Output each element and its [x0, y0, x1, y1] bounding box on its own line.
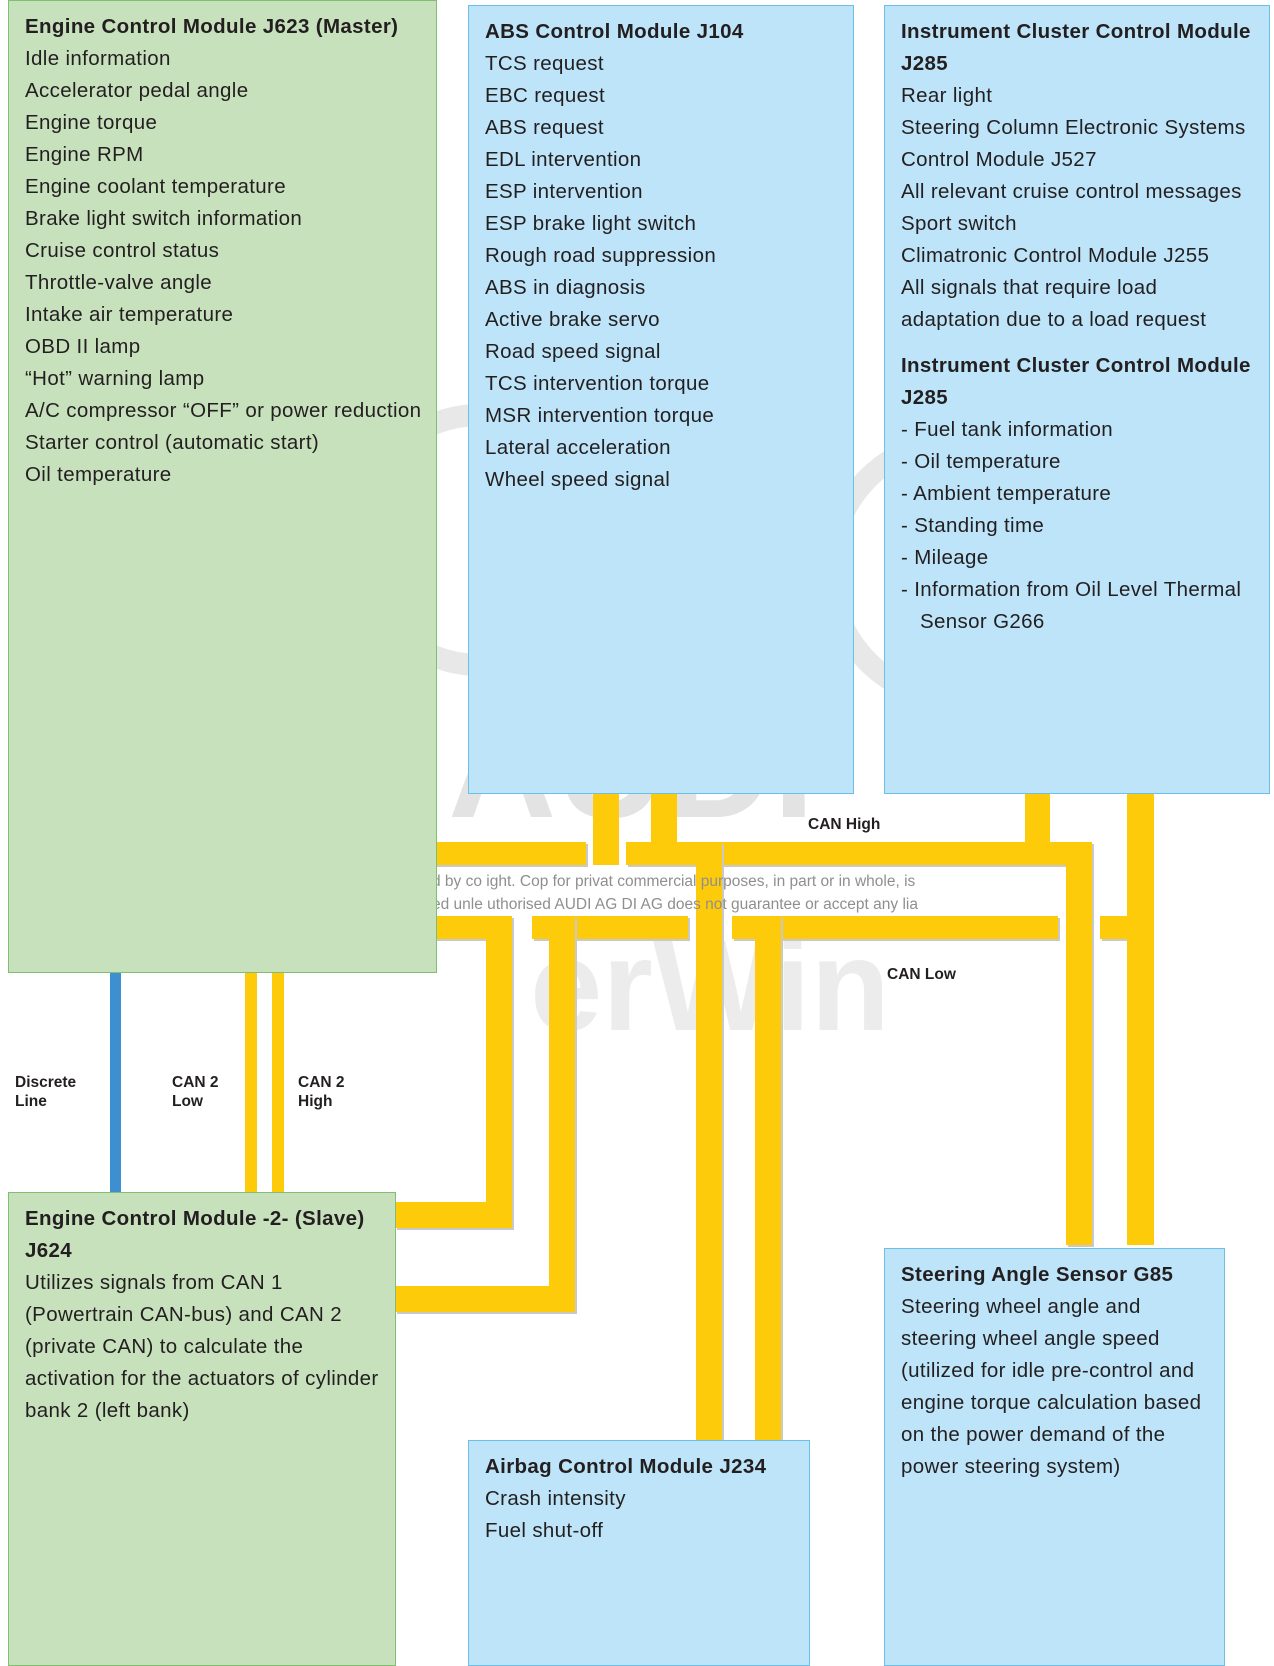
- abs-can-high-drop: [593, 792, 619, 865]
- can-high-label: CAN High: [808, 816, 881, 833]
- module-signal-item: ESP intervention: [485, 180, 643, 203]
- can2-high-label-2: High: [298, 1093, 333, 1110]
- module-signal-item: Oil temperature: [25, 463, 172, 486]
- can-low-wire-seg1: [434, 916, 486, 939]
- module-signal-item: Crash intensity: [485, 1487, 626, 1510]
- can2-high-label-1: CAN 2: [298, 1074, 345, 1091]
- module-signal-item: ABS in diagnosis: [485, 276, 646, 299]
- module-signal-item: OBD II lamp: [25, 335, 141, 358]
- cluster-can-drop-2: [1127, 792, 1154, 1245]
- watermark-copyright-line-2: ed unle uthorised AUDI AG DI AG does not…: [432, 896, 918, 913]
- module-signal-list: Steering wheel angle and steering wheel …: [901, 1291, 1210, 1483]
- module-signal-item: Starter control (automatic start): [25, 431, 320, 454]
- j624-can-horizontal-2: [395, 1286, 575, 1312]
- module-title: Instrument Cluster Control Module J285: [901, 20, 1251, 75]
- g85-can-high-line: [1066, 842, 1092, 1245]
- module-signal-item: Fuel shut-off: [485, 1519, 604, 1542]
- module-title: Engine Control Module J623 (Master): [25, 15, 399, 38]
- can-low-label: CAN Low: [887, 966, 956, 983]
- module-title: Airbag Control Module J234: [485, 1455, 767, 1478]
- module-j624-engine-slave: Engine Control Module -2- (Slave) J624 U…: [8, 1192, 396, 1666]
- module-signal-item: Lateral acceleration: [485, 436, 671, 459]
- module-signal-item: Throttle-valve angle: [25, 271, 213, 294]
- module-signal-item: Cruise control status: [25, 239, 220, 262]
- module-signal-item: ABS request: [485, 116, 604, 139]
- module-subtitle: Instrument Cluster Control Module J285: [901, 354, 1251, 409]
- can2-low-label-2: Low: [172, 1093, 203, 1110]
- can2-low-label: CAN 2 Low: [172, 1073, 219, 1111]
- module-signal-item: Engine coolant temperature: [25, 175, 286, 198]
- module-signal-item: Wheel speed signal: [485, 468, 671, 491]
- can-high-wire-right: [626, 842, 1092, 865]
- j624-can-vertical-1: [486, 916, 512, 1228]
- module-signal-item: ESP brake light switch: [485, 212, 697, 235]
- can2-high-label: CAN 2 High: [298, 1073, 345, 1111]
- abs-can-low-drop: [651, 792, 677, 857]
- module-signal-item: “Hot” warning lamp: [25, 367, 205, 390]
- can2-low-wire: [245, 960, 257, 1200]
- module-j623-engine-master: Engine Control Module J623 (Master) Idle…: [8, 0, 437, 973]
- module-signal-item: All signals that require load adaptation…: [901, 276, 1207, 331]
- module-signal-item: MSR intervention torque: [485, 404, 715, 427]
- module-title: ABS Control Module J104: [485, 20, 744, 43]
- module-j285-instrument-cluster: Instrument Cluster Control Module J285 R…: [884, 5, 1270, 794]
- module-signal-item: Idle information: [25, 47, 171, 70]
- module-signal-item: Road speed signal: [485, 340, 661, 363]
- airbag-can-high-line: [696, 842, 722, 1442]
- module-signal-item: Steering Column Electronic Systems Contr…: [901, 116, 1246, 171]
- module-signal-item: EDL intervention: [485, 148, 642, 171]
- module-signal-item: Brake light switch information: [25, 207, 303, 230]
- module-signal-item: A/C compressor “OFF” or power reduction: [25, 399, 422, 422]
- module-signal-item: TCS request: [485, 52, 604, 75]
- module-j234-airbag: Airbag Control Module J234 Crash intensi…: [468, 1440, 810, 1666]
- module-dash-item: - Mileage: [901, 546, 989, 569]
- module-dash-item: - Fuel tank information: [901, 418, 1113, 441]
- discrete-line-wire: [110, 960, 121, 1200]
- module-signal-item: Active brake servo: [485, 308, 660, 331]
- discrete-line-label-1: Discrete: [15, 1074, 77, 1091]
- module-signal-item: Engine torque: [25, 111, 158, 134]
- module-signal-item: TCS intervention torque: [485, 372, 710, 395]
- module-signal-list: Utilizes signals from CAN 1 (Powertrain …: [25, 1267, 381, 1427]
- module-signal-item: Intake air temperature: [25, 303, 234, 326]
- module-signal-item: Utilizes signals from CAN 1 (Powertrain …: [25, 1271, 379, 1422]
- can-high-wire-left: [434, 842, 586, 865]
- j624-can-horizontal-1: [395, 1202, 512, 1228]
- module-signal-item: Climatronic Control Module J255: [901, 244, 1210, 267]
- j624-can-vertical-2: [549, 916, 575, 1312]
- module-dash-item: - Ambient temperature: [901, 482, 1112, 505]
- module-signal-item: Rear light: [901, 84, 993, 107]
- module-signal-item: Engine RPM: [25, 143, 144, 166]
- module-signal-item: EBC request: [485, 84, 606, 107]
- module-signal-item: All relevant cruise control messages: [901, 180, 1242, 203]
- can2-high-wire: [272, 960, 284, 1200]
- cluster-can-drop-1: [1025, 792, 1050, 865]
- module-signal-item: Sport switch: [901, 212, 1017, 235]
- discrete-line-label: Discrete Line: [15, 1073, 76, 1111]
- module-signal-item: Steering wheel angle and steering wheel …: [901, 1295, 1202, 1478]
- can2-low-label-1: CAN 2: [172, 1074, 219, 1091]
- module-signal-item: Rough road suppression: [485, 244, 717, 267]
- module-dash-item: - Information from Oil Level Thermal Sen…: [901, 578, 1242, 633]
- discrete-line-label-2: Line: [15, 1093, 47, 1110]
- module-signal-item: Accelerator pedal angle: [25, 79, 249, 102]
- module-title: Engine Control Module -2- (Slave) J624: [25, 1207, 365, 1262]
- can-low-wire-seg3: [732, 916, 1058, 939]
- module-title: Steering Angle Sensor G85: [901, 1263, 1174, 1286]
- watermark-copyright-line-1: d by co ight. Cop for privat commercial …: [432, 873, 916, 890]
- airbag-can-low-line: [755, 916, 781, 1442]
- module-g85-steering-angle-sensor: Steering Angle Sensor G85 Steering wheel…: [884, 1248, 1225, 1666]
- module-dash-item: - Standing time: [901, 514, 1045, 537]
- module-dash-item: - Oil temperature: [901, 450, 1061, 473]
- module-dash-list: - Fuel tank information - Oil temperature…: [901, 414, 1255, 638]
